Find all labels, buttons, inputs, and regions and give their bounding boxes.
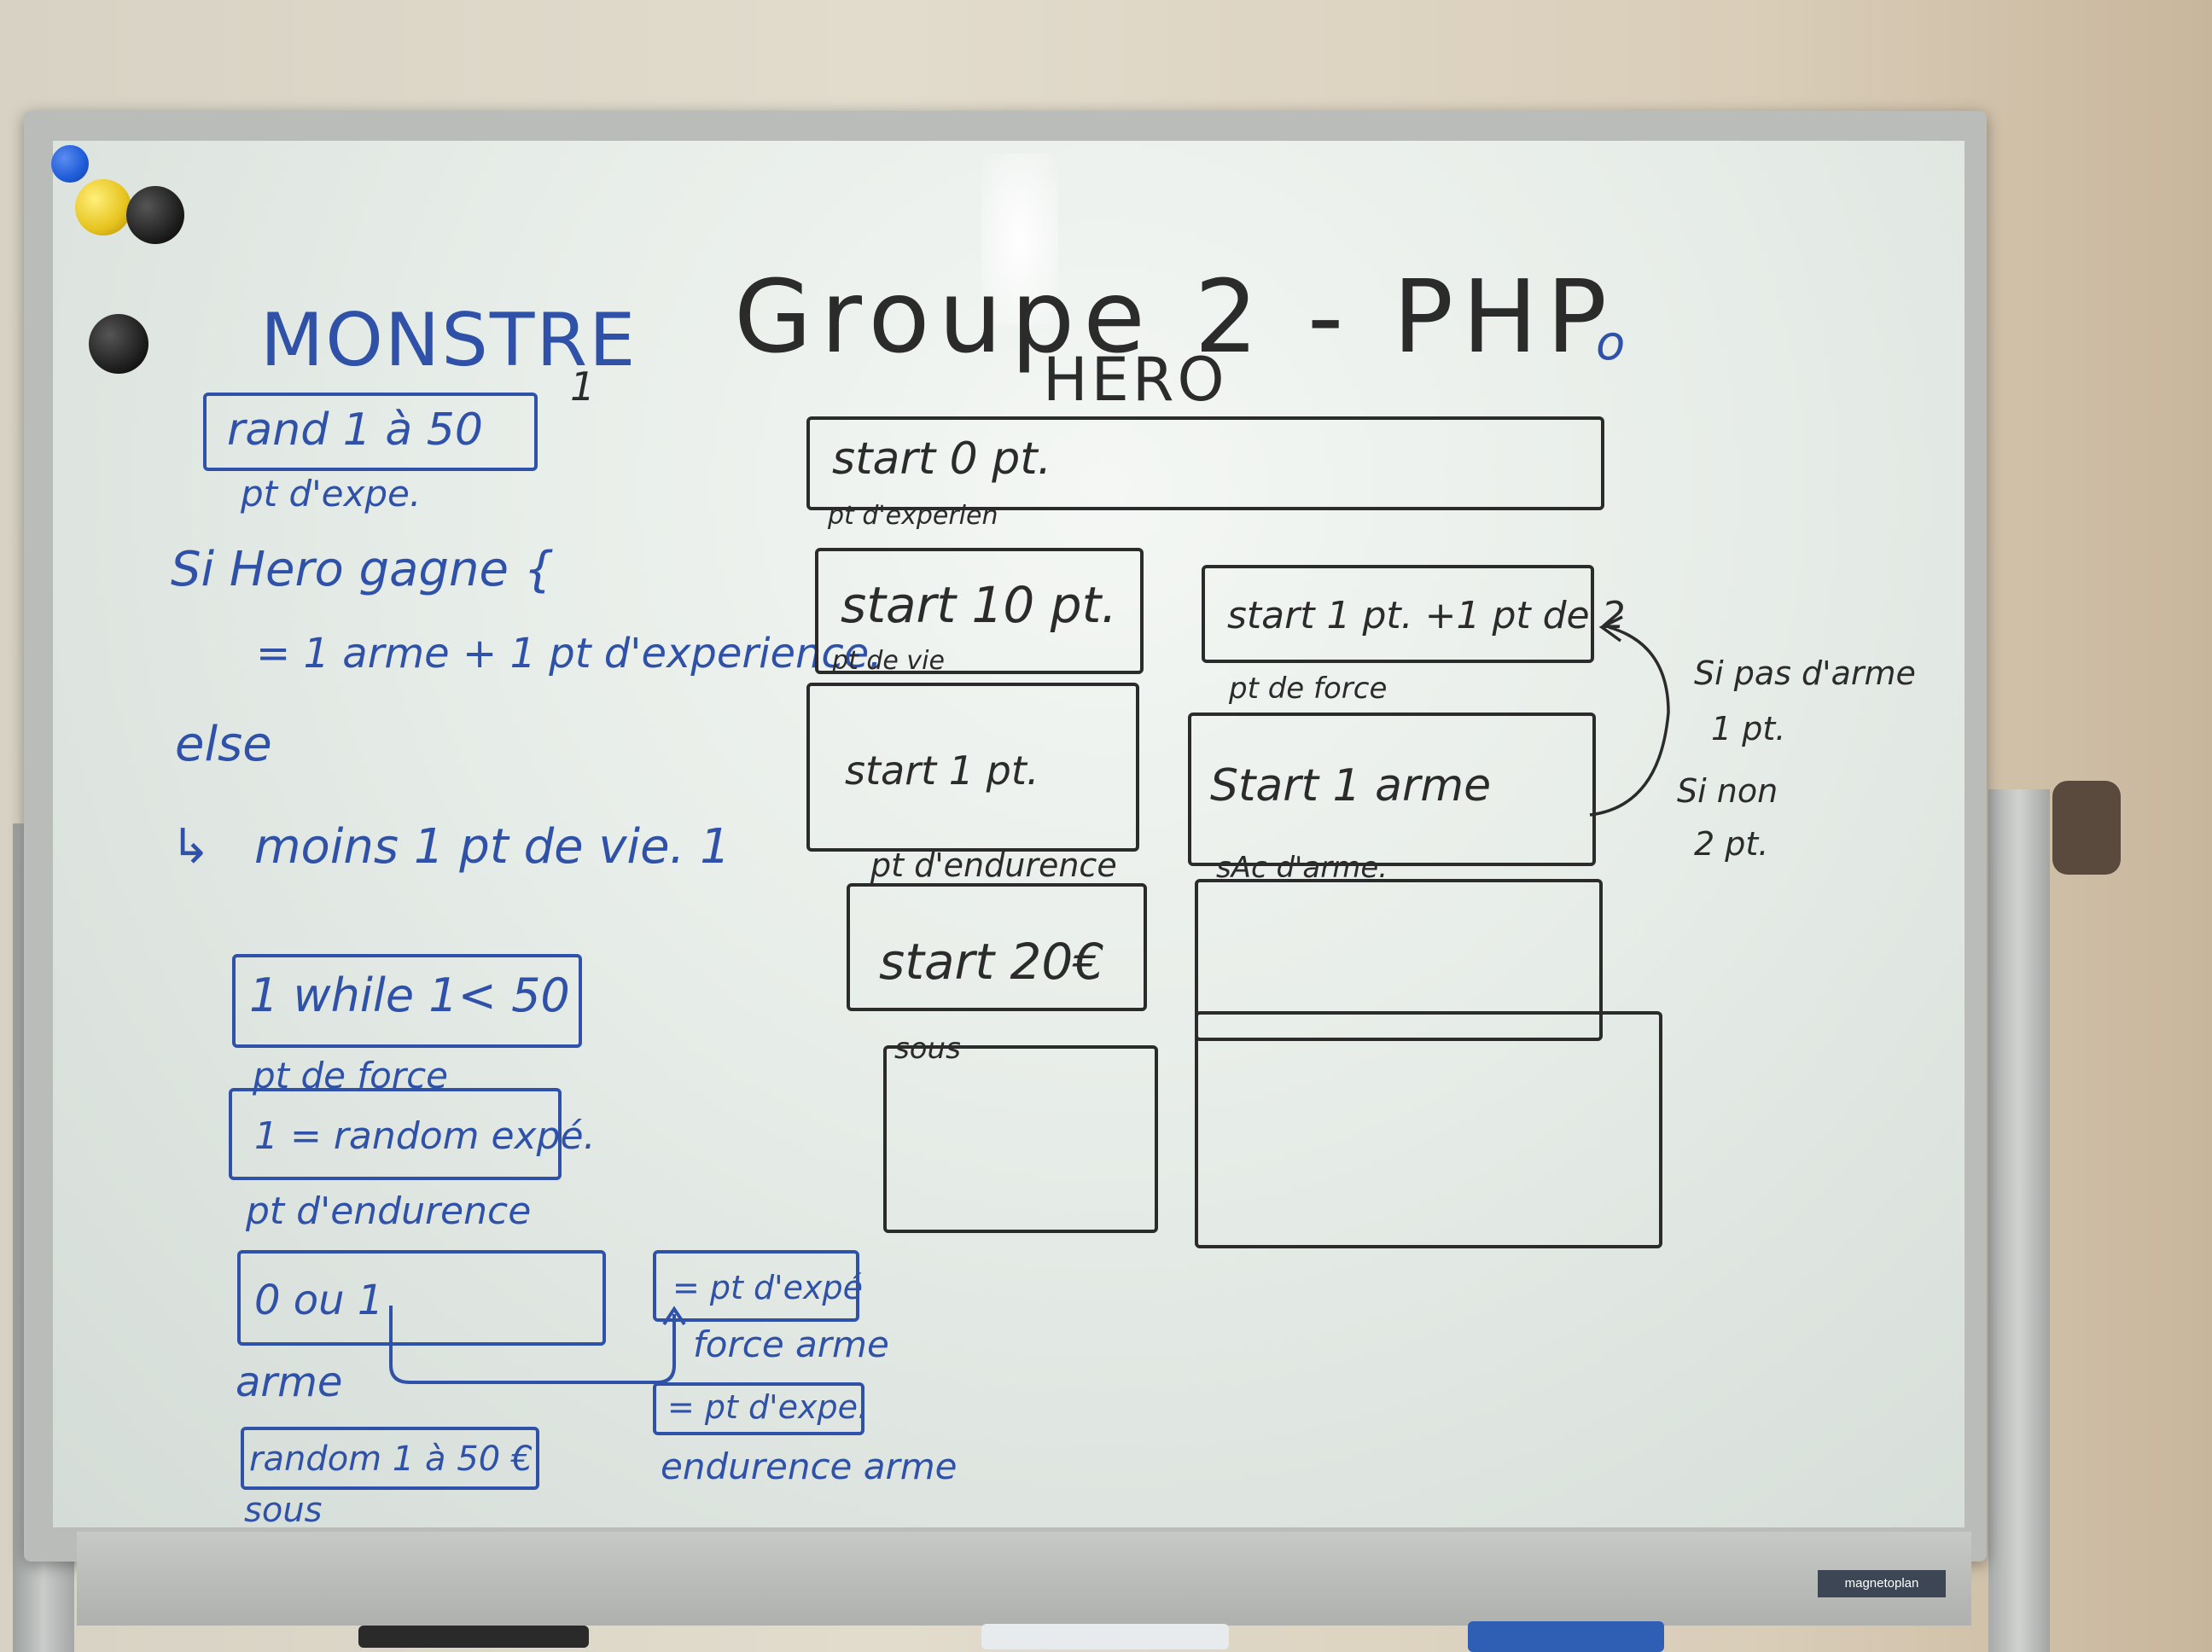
weapon-force-value: = pt d'expé xyxy=(672,1269,863,1306)
weapon-bonus-arrow xyxy=(1589,615,1670,817)
weapon-force-label: force arme xyxy=(693,1323,889,1365)
rule-lose: moins 1 pt de vie. 1 xyxy=(254,819,731,875)
weapon-endurance-value: = pt d'expe. xyxy=(667,1388,869,1426)
hero-note-no-weapon: Si pas d'arme xyxy=(1694,654,1916,692)
marker-blue xyxy=(1468,1621,1664,1652)
weapon-connector-arrow xyxy=(389,1306,686,1384)
hero-endurance-value: start 1 pt. xyxy=(845,747,1039,794)
hero-xp-box xyxy=(806,416,1604,510)
marker-white xyxy=(981,1624,1229,1649)
weapon-endurance-box xyxy=(653,1382,864,1435)
monster-xp-label: pt d'expe. xyxy=(241,473,422,515)
monster-money-label: sous xyxy=(244,1491,323,1530)
monster-force-box xyxy=(232,954,582,1048)
monster-weapon-value: 0 ou 1 xyxy=(254,1277,384,1324)
margin-mark: 1 xyxy=(570,364,596,410)
hero-endurance-box xyxy=(806,683,1139,852)
hero-heading: HERO xyxy=(1043,345,1228,415)
hero-money-label: sous xyxy=(894,1032,961,1066)
monster-force-value: 1 while 1< 50 xyxy=(249,969,570,1022)
hero-xp-value: start 0 pt. xyxy=(832,433,1052,485)
brand-label: magnetoplan xyxy=(1818,1570,1946,1597)
hero-money-value: start 20€ xyxy=(879,933,1105,991)
hero-xp-label: pt d'experien xyxy=(828,501,998,531)
weapon-endurance-label: endurence arme xyxy=(661,1446,958,1487)
monster-endurance-value: 1 = random expé. xyxy=(254,1114,596,1158)
hero-strength-box xyxy=(1202,565,1594,663)
monster-endurance-box xyxy=(229,1088,562,1180)
rule-win: = 1 arme + 1 pt d'experience. xyxy=(256,630,882,678)
rule-lose-arrow: ↳ xyxy=(171,819,211,875)
monster-endurance-label: pt d'endurence xyxy=(246,1190,532,1233)
magnet-blue xyxy=(51,145,89,183)
monster-xp-box xyxy=(203,393,538,471)
monster-xp-value: rand 1 à 50 xyxy=(227,404,483,456)
monster-weapon-box xyxy=(237,1250,606,1346)
monster-money-box xyxy=(241,1427,539,1490)
stand-knob xyxy=(2052,781,2121,875)
monster-money-value: random 1 à 50 € xyxy=(249,1440,533,1479)
hero-endurance-label: pt d'endurence xyxy=(870,846,1117,884)
monster-force-label: pt de force xyxy=(253,1055,449,1096)
whiteboard-surface xyxy=(53,141,1965,1527)
board-title: Groupe 2 - PHP xyxy=(734,258,1616,375)
hero-note-else: Si non xyxy=(1677,772,1778,810)
board-stand-right xyxy=(1988,789,2050,1652)
weapon-force-box xyxy=(653,1250,859,1322)
monster-weapon-label: arme xyxy=(236,1358,343,1406)
hero-weapon-box xyxy=(1188,713,1596,866)
stray-mark: o xyxy=(1596,316,1626,371)
rule-else: else xyxy=(175,717,272,772)
hero-empty-box-2 xyxy=(883,1045,1158,1233)
hero-money-box xyxy=(847,883,1147,1011)
hero-strength-value: start 1 pt. +1 pt de 2 xyxy=(1227,594,1626,637)
hero-weapon-value: Start 1 arme xyxy=(1210,760,1492,811)
hero-empty-box-3 xyxy=(1195,1011,1662,1248)
hero-empty-box-1 xyxy=(1195,879,1603,1041)
hero-life-label: pt de vie xyxy=(832,646,945,676)
magnet-black xyxy=(89,314,148,374)
marker-black xyxy=(358,1626,589,1648)
hero-note-no-weapon-value: 1 pt. xyxy=(1711,710,1786,747)
hero-life-value: start 10 pt. xyxy=(841,576,1117,634)
marker-tray xyxy=(77,1532,1971,1626)
rule-if: Si Hero gagne { xyxy=(171,542,555,597)
hero-weapon-label: sAc d'arme. xyxy=(1216,851,1388,885)
monster-heading: MONSTRE xyxy=(260,298,637,383)
hero-life-box xyxy=(815,548,1144,674)
magnet-yellow xyxy=(75,179,131,236)
hero-note-else-value: 2 pt. xyxy=(1694,825,1769,863)
light-glare xyxy=(981,154,1058,324)
hero-strength-label: pt de force xyxy=(1229,672,1388,706)
magnet-black xyxy=(126,186,184,244)
